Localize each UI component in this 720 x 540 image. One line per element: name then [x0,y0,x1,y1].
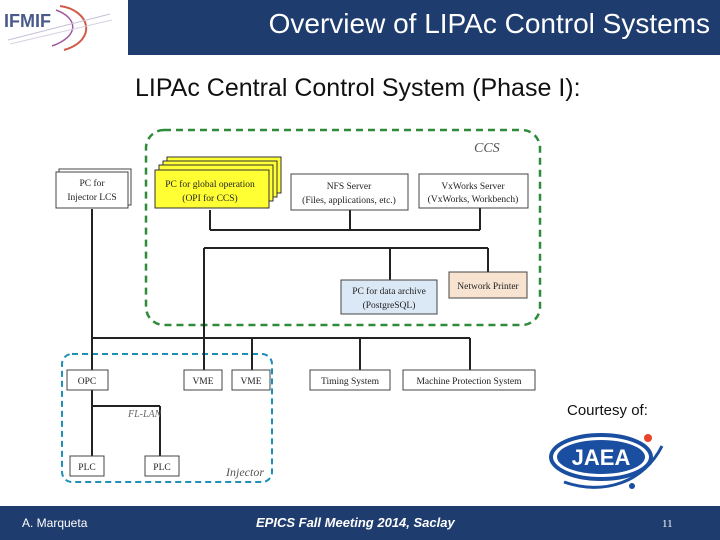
vme-label-2: VME [240,377,261,387]
jaea-logo-text: JAEA [572,445,631,470]
ccs-network-diagram: CCS Injector PC for Injector LCS PC f [55,128,542,483]
vme-label-1: VME [192,377,213,387]
slide-title: Overview of LIPAc Control Systems [268,8,710,39]
pc-global-label-1: PC for global operation [165,179,255,190]
pc-global-label-2: (OPI for CCS) [182,193,237,204]
printer-label: Network Printer [457,282,519,292]
plc-box-1: PLC [69,455,105,477]
footer-bar [0,506,720,540]
page-number: 11 [662,518,673,530]
machine-protection-system-box: Machine Protection System [402,369,536,391]
vxworks-label-1: VxWorks Server [441,182,505,192]
ifmif-logo: IFMIF [0,0,128,55]
injector-label: Injector [225,465,264,479]
footer-event: EPICS Fall Meeting 2014, Saclay [256,515,455,530]
archive-label-1: PC for data archive [352,286,426,297]
mps-label: Machine Protection System [416,377,522,387]
slide-header: IFMIF Overview of LIPAc Control Systems [0,0,720,55]
network-printer-box: Network Printer [448,271,528,299]
courtesy-text: Courtesy of: [567,402,648,419]
plc-label-2: PLC [153,463,170,473]
timing-system-box: Timing System [309,369,391,391]
archive-label-2: (PostgreSQL) [363,300,416,311]
nfs-server-box: NFS Server (Files, applications, etc.) [290,173,409,211]
nfs-label-2: (Files, applications, etc.) [302,195,396,206]
fieldbus-label: FL-LAN [127,409,163,420]
pc-injector-lcs-box: PC for Injector LCS [55,168,132,209]
injector-region [61,353,273,483]
timing-label: Timing System [321,377,380,387]
opc-label: OPC [78,377,96,387]
title-bar: Overview of LIPAc Control Systems [128,0,720,55]
vme-box-1: VME [183,369,223,391]
pc-global-operation-box: PC for global operation (OPI for CCS) [154,156,282,209]
pc-injector-label-1: PC for [79,178,105,189]
vme-box-2: VME [231,369,271,391]
footer-author: A. Marqueta [22,516,88,530]
network-lines [91,208,489,456]
opc-box: OPC [66,369,109,391]
ccs-label: CCS [474,141,500,156]
plc-label-1: PLC [78,463,95,473]
jaea-logo: JAEA [549,433,664,489]
pc-injector-label-2: Injector LCS [67,193,116,203]
ccs-region [144,128,542,327]
pc-data-archive-box: PC for data archive (PostgreSQL) [340,279,438,315]
plc-box-2: PLC [144,455,180,477]
slide-subtitle: LIPAc Central Control System (Phase I): [135,74,581,102]
logo-text: IFMIF [4,11,51,31]
nfs-label-1: NFS Server [327,182,372,192]
vxworks-label-2: (VxWorks, Workbench) [428,194,519,205]
vxworks-server-box: VxWorks Server (VxWorks, Workbench) [418,173,529,209]
